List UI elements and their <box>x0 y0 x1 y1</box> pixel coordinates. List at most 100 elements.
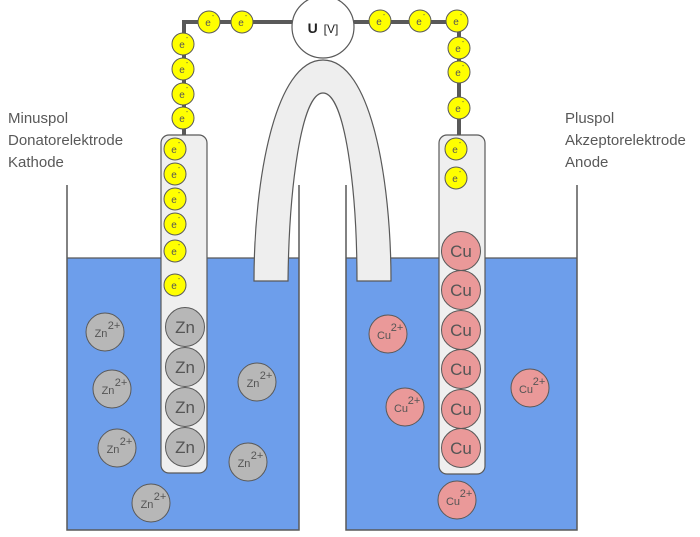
zinc-atom: Zn <box>165 307 205 347</box>
electron-symbol: e <box>179 114 185 125</box>
ion-symbol: Zn <box>95 328 108 340</box>
zinc-ion: Zn2+ <box>237 362 277 402</box>
copper-atom: Cu <box>441 310 481 350</box>
ion-charge: 2+ <box>260 370 273 382</box>
left-label-pole: Minuspol <box>8 110 69 127</box>
electron-symbol: e <box>179 90 185 101</box>
voltmeter-circle <box>291 0 355 59</box>
left-beaker-outline <box>66 185 300 531</box>
atom-symbol: Zn <box>175 318 195 337</box>
wire-electron-right: e- <box>408 9 432 33</box>
wire-electron-left: e- <box>171 32 195 56</box>
electron-charge: - <box>462 39 465 46</box>
electron-symbol: e <box>171 220 177 231</box>
zinc-ion: Zn2+ <box>85 312 125 352</box>
electron-charge: - <box>459 169 462 176</box>
electron-charge: - <box>178 242 181 249</box>
electron-symbol: e <box>179 65 185 76</box>
electron-symbol: e <box>171 195 177 206</box>
atom-symbol: Cu <box>450 360 472 379</box>
electron-charge: - <box>186 85 189 92</box>
right-label-electrode-name: Anode <box>565 154 609 171</box>
ion-charge: 2+ <box>154 491 167 503</box>
atom-symbol: Cu <box>450 439 472 458</box>
electrode-electron-right: e- <box>444 137 468 161</box>
wire-electron-left: e- <box>171 57 195 81</box>
electron-symbol: e <box>376 17 382 28</box>
electrode-electron-right: e- <box>444 166 468 190</box>
right-beaker-outline <box>345 185 578 531</box>
electrode-electron-left: e- <box>163 239 187 263</box>
atom-symbol: Cu <box>450 242 472 261</box>
atom-symbol: Cu <box>450 400 472 419</box>
electron-symbol: e <box>205 18 211 29</box>
electrode-electron-left: e- <box>163 273 187 297</box>
electron-charge: - <box>178 190 181 197</box>
copper-ion: Cu2+ <box>437 480 477 520</box>
wire-electron-right: e- <box>447 60 471 84</box>
electrode-electron-left: e- <box>163 187 187 211</box>
electron-charge: - <box>462 63 465 70</box>
ion-symbol: Zn <box>141 499 154 511</box>
electron-symbol: e <box>171 145 177 156</box>
right-label-electrode-type: Akzeptorelektrode <box>565 132 686 149</box>
ion-symbol: Cu <box>446 496 460 508</box>
ion-symbol: Zn <box>102 385 115 397</box>
voltmeter: U [V] <box>291 0 355 59</box>
wire-electron-left: e- <box>171 82 195 106</box>
ion-symbol: Zn <box>238 458 251 470</box>
zinc-atom: Zn <box>165 347 205 387</box>
atom-symbol: Zn <box>175 358 195 377</box>
electron-charge: - <box>178 276 181 283</box>
copper-atom: Cu <box>441 349 481 389</box>
electron-symbol: e <box>416 17 422 28</box>
electron-charge: - <box>245 13 248 20</box>
zinc-ion: Zn2+ <box>131 483 171 523</box>
electron-charge: - <box>178 140 181 147</box>
electron-symbol: e <box>455 44 461 55</box>
wire-electron-right: e- <box>445 9 469 33</box>
electron-charge: - <box>186 109 189 116</box>
electron-symbol: e <box>455 104 461 115</box>
left-pole-labels: Minuspol Donatorelektrode Kathode <box>8 108 123 174</box>
left-label-electrode-type: Donatorelektrode <box>8 132 124 149</box>
left-label-electrode-name: Kathode <box>8 154 64 171</box>
electron-charge: - <box>186 35 189 42</box>
ion-charge: 2+ <box>408 395 421 407</box>
copper-atom: Cu <box>441 270 481 310</box>
atom-symbol: Zn <box>175 438 195 457</box>
electron-charge: - <box>178 165 181 172</box>
electron-symbol: e <box>452 174 458 185</box>
ion-symbol: Zn <box>247 378 260 390</box>
copper-ion: Cu2+ <box>368 314 408 354</box>
copper-ion: Cu2+ <box>385 387 425 427</box>
ion-symbol: Cu <box>519 384 533 396</box>
electron-charge: - <box>462 99 465 106</box>
voltmeter-symbol: U <box>308 20 318 36</box>
electron-symbol: e <box>171 170 177 181</box>
zinc-atom: Zn <box>165 387 205 427</box>
ion-charge: 2+ <box>251 450 264 462</box>
electron-charge: - <box>423 12 426 19</box>
particles-layer: e-e-e-e-e-e-e-e-e-e-e-e-e-e-e-e-e-e-ZnZn… <box>85 9 550 523</box>
electron-charge: - <box>459 140 462 147</box>
electron-symbol: e <box>171 281 177 292</box>
electron-symbol: e <box>171 247 177 258</box>
wire-electron-right: e- <box>368 9 392 33</box>
wire-electron-left: e- <box>197 10 221 34</box>
copper-ion: Cu2+ <box>510 368 550 408</box>
ion-charge: 2+ <box>533 376 546 388</box>
ion-charge: 2+ <box>108 320 121 332</box>
right-pole-labels: Pluspol Akzeptorelektrode Anode <box>565 108 686 174</box>
electron-symbol: e <box>179 40 185 51</box>
copper-atom: Cu <box>441 231 481 271</box>
copper-atom: Cu <box>441 428 481 468</box>
ion-charge: 2+ <box>115 377 128 389</box>
electron-symbol: e <box>453 17 459 28</box>
salt-bridge <box>253 59 392 282</box>
electron-charge: - <box>178 215 181 222</box>
right-label-pole: Pluspol <box>565 110 615 127</box>
electron-charge: - <box>212 13 215 20</box>
electron-charge: - <box>383 12 386 19</box>
